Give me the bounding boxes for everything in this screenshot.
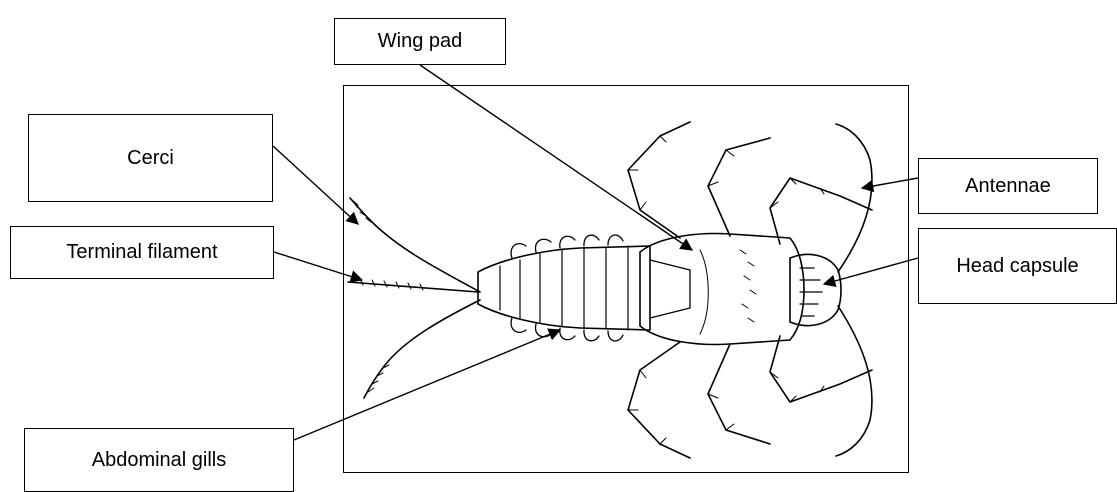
antenna-lower	[836, 306, 872, 456]
label-abdominal-gills: Abdominal gills	[24, 428, 294, 492]
leader-antennae	[862, 178, 918, 188]
leg-front-lower	[770, 336, 872, 402]
leader-abdominal-gills	[294, 330, 560, 440]
label-cerci: Cerci	[28, 114, 273, 202]
label-terminal-filament: Terminal filament	[10, 226, 274, 279]
lower-cercus	[364, 300, 480, 398]
leader-wing-pad	[420, 65, 692, 250]
leg-middle-upper	[708, 138, 770, 236]
head	[790, 254, 841, 325]
label-antennae: Antennae	[918, 158, 1098, 214]
leg-hind-lower	[628, 342, 690, 458]
leg-front-upper	[770, 178, 872, 244]
leg-hind-upper	[628, 122, 690, 238]
abdomen	[478, 246, 650, 330]
antenna-upper	[836, 124, 872, 272]
upper-cercus	[350, 198, 480, 292]
thorax	[640, 234, 804, 345]
leader-terminal-filament	[274, 252, 362, 280]
leg-middle-lower	[708, 344, 770, 444]
label-wing-pad: Wing pad	[334, 18, 506, 65]
leader-cerci	[273, 146, 358, 224]
terminal-filament	[348, 282, 478, 292]
label-head-capsule: Head capsule	[918, 228, 1117, 304]
wing-pad-shape	[650, 260, 690, 318]
insect-drawing	[348, 122, 872, 458]
